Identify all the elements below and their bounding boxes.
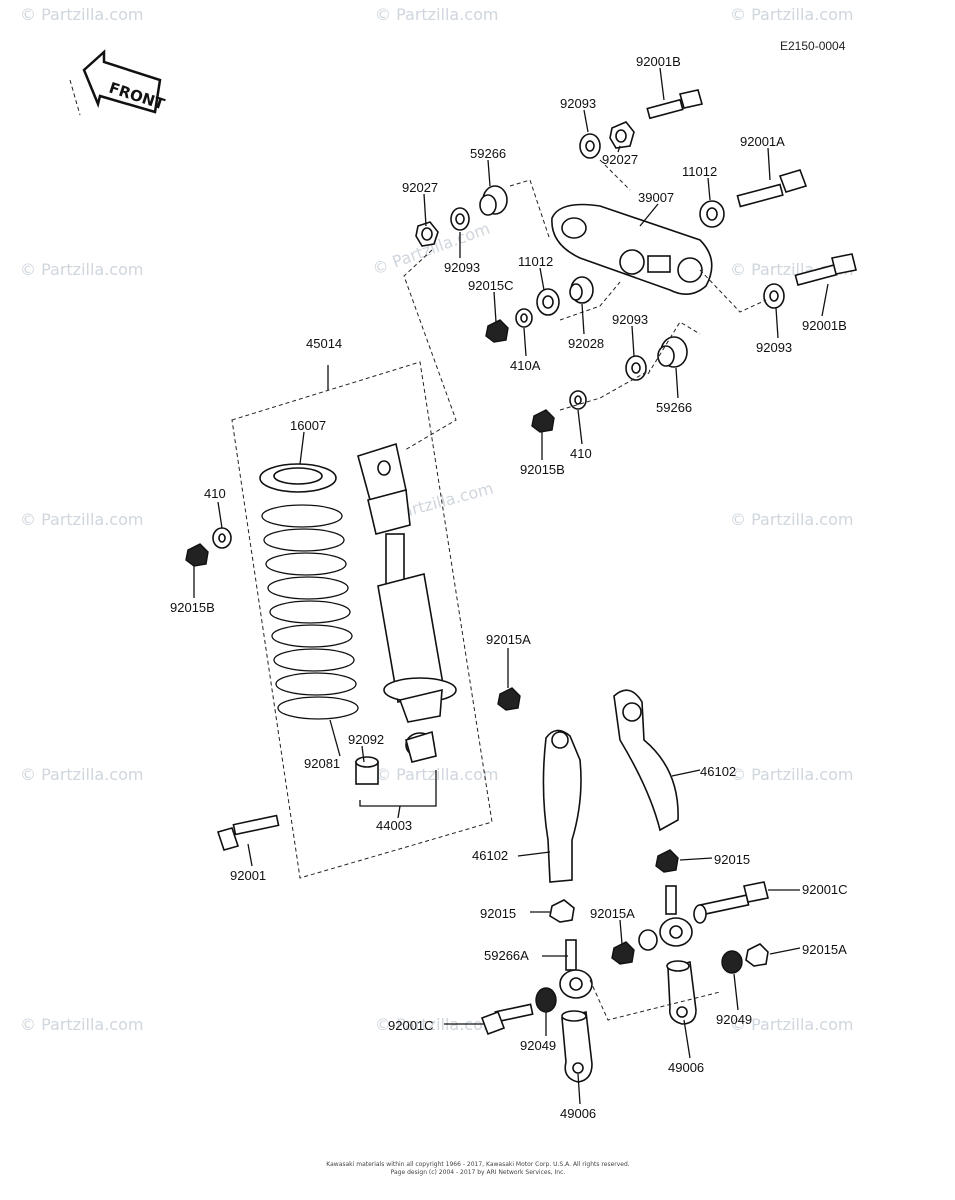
part-label[interactable]: 59266 (470, 146, 506, 161)
nut-92015b-mid (531, 409, 555, 433)
part-label[interactable]: 92015A (486, 632, 531, 647)
part-label[interactable]: 92001B (636, 54, 681, 69)
copyright-line-2: Page design (c) 2004 - 2017 by ARI Netwo… (391, 1169, 566, 1176)
bolt-92001a (736, 169, 808, 208)
part-label[interactable]: 59266A (484, 948, 529, 963)
bolt-92001c-left (480, 1003, 534, 1036)
copyright-line-1: Kawasaki materials within all copyright … (326, 1161, 630, 1168)
spring-seat-16007 (259, 463, 337, 493)
part-label[interactable]: 45014 (306, 336, 342, 351)
part-label[interactable]: 410A (510, 358, 541, 373)
shock-absorber-44003 (357, 442, 457, 763)
nut-92015a-right (745, 943, 769, 967)
part-label[interactable]: 92015 (480, 906, 516, 921)
washer-92049-right (721, 950, 743, 974)
tie-rod-46102-right (613, 689, 679, 832)
part-label[interactable]: 92001C (388, 1018, 434, 1033)
bolt-92001c-right (693, 881, 769, 924)
part-label[interactable]: 92001C (802, 882, 848, 897)
part-label[interactable]: 92093 (444, 260, 480, 275)
watermark: © Partzilla.com (730, 5, 853, 24)
rod-end-49006-left (561, 1010, 593, 1083)
part-label[interactable]: 92027 (402, 180, 438, 195)
part-label[interactable]: 92081 (304, 756, 340, 771)
part-label[interactable]: 11012 (682, 164, 717, 179)
shock-assembly-outline (231, 361, 493, 879)
nut-92015a-center (497, 687, 521, 711)
part-labels: 92001B 92093 92027 92001A 11012 39007 59… (170, 54, 848, 1121)
watermark: © Partzilla.com (375, 765, 498, 784)
front-arrow-icon: FRONT (69, 49, 168, 116)
part-label[interactable]: 49006 (668, 1060, 704, 1075)
tie-rod-46102-left (542, 729, 582, 883)
part-label[interactable]: 92001B (802, 318, 847, 333)
nut-92015a-mid (611, 941, 635, 965)
watermark-layer: © Partzilla.com © Partzilla.com © Partzi… (20, 5, 853, 1034)
part-label[interactable]: 92001A (740, 134, 785, 149)
part-label[interactable]: 44003 (376, 818, 412, 833)
watermark: © Partzilla.com (20, 765, 143, 784)
bolt-92001b-top (646, 89, 704, 120)
part-label[interactable]: 92093 (612, 312, 648, 327)
spring-92081 (261, 504, 359, 720)
part-label[interactable]: 59266 (656, 400, 692, 415)
part-label[interactable]: 46102 (472, 848, 508, 863)
part-label[interactable]: 92049 (520, 1038, 556, 1053)
nut-92015-left (549, 899, 575, 923)
diagram-ref-code: E2150-0004 (780, 39, 846, 53)
part-label[interactable]: 92092 (348, 732, 384, 747)
leader-lines (193, 67, 829, 1105)
part-label[interactable]: 92093 (560, 96, 596, 111)
part-label[interactable]: 92015A (590, 906, 635, 921)
part-label[interactable]: 92015 (714, 852, 750, 867)
part-label[interactable]: 92027 (602, 152, 638, 167)
washer-92049-left (535, 987, 557, 1013)
part-label[interactable]: 92015A (802, 942, 847, 957)
watermark: © Partzilla.com (20, 260, 143, 279)
rod-end-upper-right (638, 885, 693, 951)
nut-92015-right (655, 849, 679, 873)
nut-92015b-left (185, 543, 209, 567)
rocker-arm-39007 (551, 203, 713, 295)
part-label[interactable]: 16007 (290, 418, 326, 433)
bolt-92001b-right (794, 253, 857, 286)
part-label[interactable]: 92015C (468, 278, 514, 293)
part-label[interactable]: 92015B (170, 600, 215, 615)
collar-92028 (569, 276, 594, 304)
rod-end-59266a (559, 939, 593, 999)
part-label[interactable]: 49006 (560, 1106, 596, 1121)
nut-92015c (485, 319, 509, 343)
watermark: © Partzilla.com (20, 510, 143, 529)
watermark: © Partzilla.com (375, 5, 498, 24)
watermark: © Partzilla.com (730, 510, 853, 529)
watermark: © Partzilla.com (20, 1015, 143, 1034)
part-label[interactable]: 46102 (700, 764, 736, 779)
watermark: © Partzilla.com (375, 1015, 498, 1034)
part-label[interactable]: 92015B (520, 462, 565, 477)
watermark: © Partzilla.com (730, 765, 853, 784)
part-label[interactable]: 92001 (230, 868, 266, 883)
part-label[interactable]: 410 (204, 486, 226, 501)
collar-92092 (355, 756, 379, 785)
collar-59266-top (479, 185, 508, 216)
part-label[interactable]: 39007 (638, 190, 674, 205)
bolt-92001 (216, 814, 280, 851)
part-label[interactable]: 92093 (756, 340, 792, 355)
watermark: © Partzilla.com (730, 1015, 853, 1034)
collar-59266-mid (657, 336, 688, 368)
part-label[interactable]: 410 (570, 446, 592, 461)
part-label[interactable]: 92028 (568, 336, 604, 351)
watermark: © Partzilla.com (20, 5, 143, 24)
part-label[interactable]: 92049 (716, 1012, 752, 1027)
rod-end-49006-right (666, 960, 697, 1025)
part-label[interactable]: 11012 (518, 254, 553, 269)
